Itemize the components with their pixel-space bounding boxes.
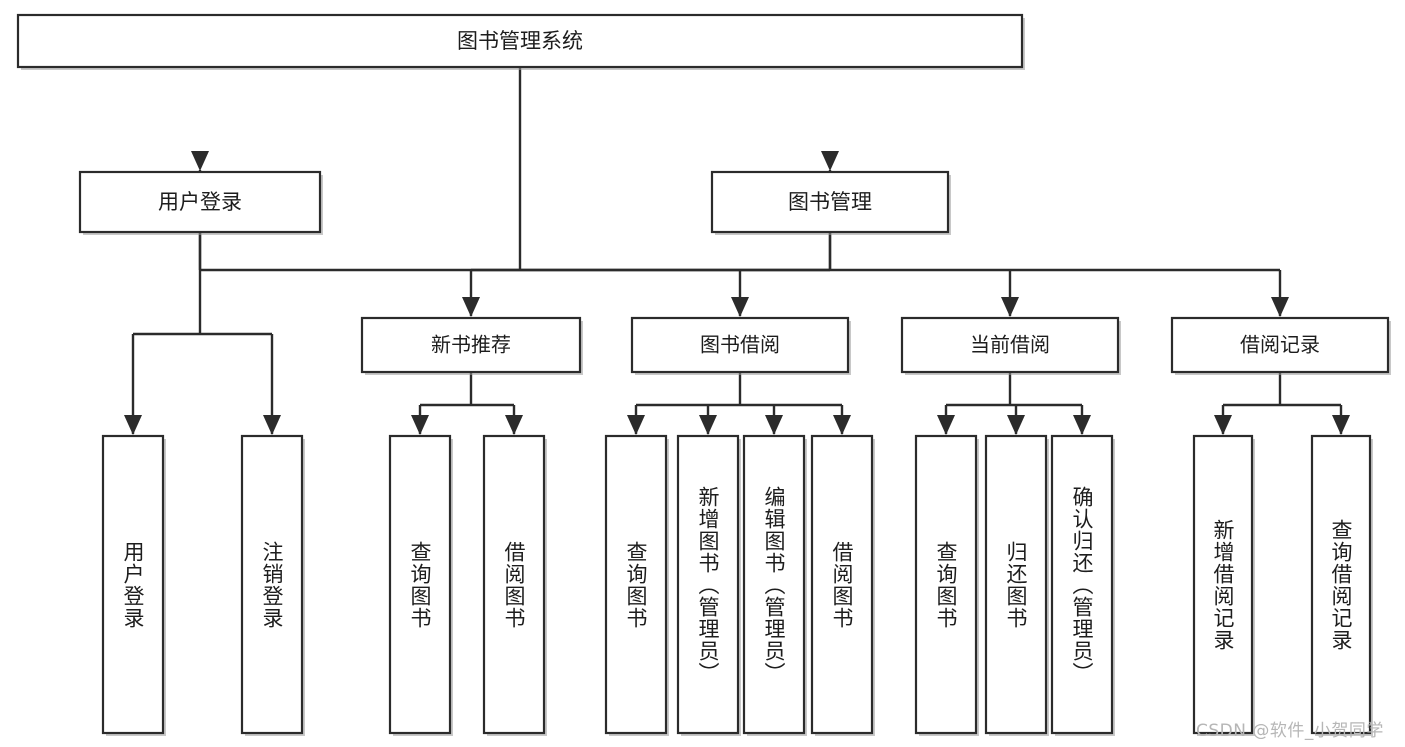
- level1-node-label-user-login: 用户登录: [158, 190, 242, 214]
- leaf-node-box-leaf-query-record[interactable]: [1310, 434, 1372, 735]
- level1-node-box-user-login[interactable]: [78, 170, 322, 234]
- leaf-node-box-leaf-return-book[interactable]: [984, 434, 1048, 735]
- arrow-to-leaf-user-logout: [263, 415, 281, 435]
- arrow-to-leaf-query-record: [1332, 415, 1350, 435]
- arrow-to-user-login: [191, 151, 209, 171]
- arrow-to-book-manage: [821, 151, 839, 171]
- leaf-node-box-leaf-user-login[interactable]: [101, 434, 165, 735]
- root-node-label: 图书管理系统: [457, 29, 583, 53]
- arrow-to-leaf-query-book-3: [937, 415, 955, 435]
- arrow-to-leaf-query-book-2: [627, 415, 645, 435]
- arrow-to-leaf-edit-book: [765, 415, 783, 435]
- level2-node-label-book-borrow: 图书借阅: [700, 333, 780, 357]
- level2-node-box-current-borrow[interactable]: [900, 316, 1120, 374]
- arrow-to-leaf-add-record: [1214, 415, 1232, 435]
- level1-node-label-book-manage: 图书管理: [788, 190, 872, 214]
- arrow-to-current-borrow: [1001, 297, 1019, 317]
- arrow-to-new-book-rec: [462, 297, 480, 317]
- leaf-node-box-leaf-query-book-1[interactable]: [388, 434, 452, 735]
- csdn-watermark: CSDN @软件_小贺同学: [1196, 721, 1384, 741]
- leaf-node-box-leaf-add-record[interactable]: [1192, 434, 1254, 735]
- level2-node-box-borrow-record[interactable]: [1170, 316, 1390, 374]
- leaf-node-box-leaf-query-book-2[interactable]: [604, 434, 668, 735]
- arrow-to-leaf-borrow-book-1: [505, 415, 523, 435]
- level2-node-label-new-book-rec: 新书推荐: [431, 333, 511, 357]
- leaf-node-box-leaf-query-book-3[interactable]: [914, 434, 978, 735]
- leaf-node-box-leaf-confirm-return[interactable]: [1050, 434, 1114, 735]
- level2-node-box-book-borrow[interactable]: [630, 316, 850, 374]
- arrow-to-leaf-user-login: [124, 415, 142, 435]
- level1-node-box-book-manage[interactable]: [710, 170, 950, 234]
- connector-layer: [124, 67, 1350, 435]
- level2-node-label-borrow-record: 借阅记录: [1240, 333, 1320, 357]
- level2-node-label-current-borrow: 当前借阅: [970, 333, 1050, 357]
- arrow-to-leaf-add-book: [699, 415, 717, 435]
- root-node-box[interactable]: [16, 13, 1024, 69]
- leaf-node-box-leaf-add-book[interactable]: [676, 434, 740, 735]
- arrow-to-borrow-record: [1271, 297, 1289, 317]
- level2-node-box-new-book-rec[interactable]: [360, 316, 582, 374]
- leaf-node-box-leaf-user-logout[interactable]: [240, 434, 304, 735]
- arrow-to-leaf-return-book: [1007, 415, 1025, 435]
- arrow-to-book-borrow: [731, 297, 749, 317]
- box-layer: [16, 13, 1391, 736]
- leaf-node-box-leaf-borrow-book-2[interactable]: [810, 434, 874, 735]
- leaf-node-box-leaf-borrow-book-1[interactable]: [482, 434, 546, 735]
- leaf-node-box-leaf-edit-book[interactable]: [742, 434, 806, 735]
- arrow-to-leaf-confirm-return: [1073, 415, 1091, 435]
- arrow-to-leaf-borrow-book-2: [833, 415, 851, 435]
- arrow-to-leaf-query-book-1: [411, 415, 429, 435]
